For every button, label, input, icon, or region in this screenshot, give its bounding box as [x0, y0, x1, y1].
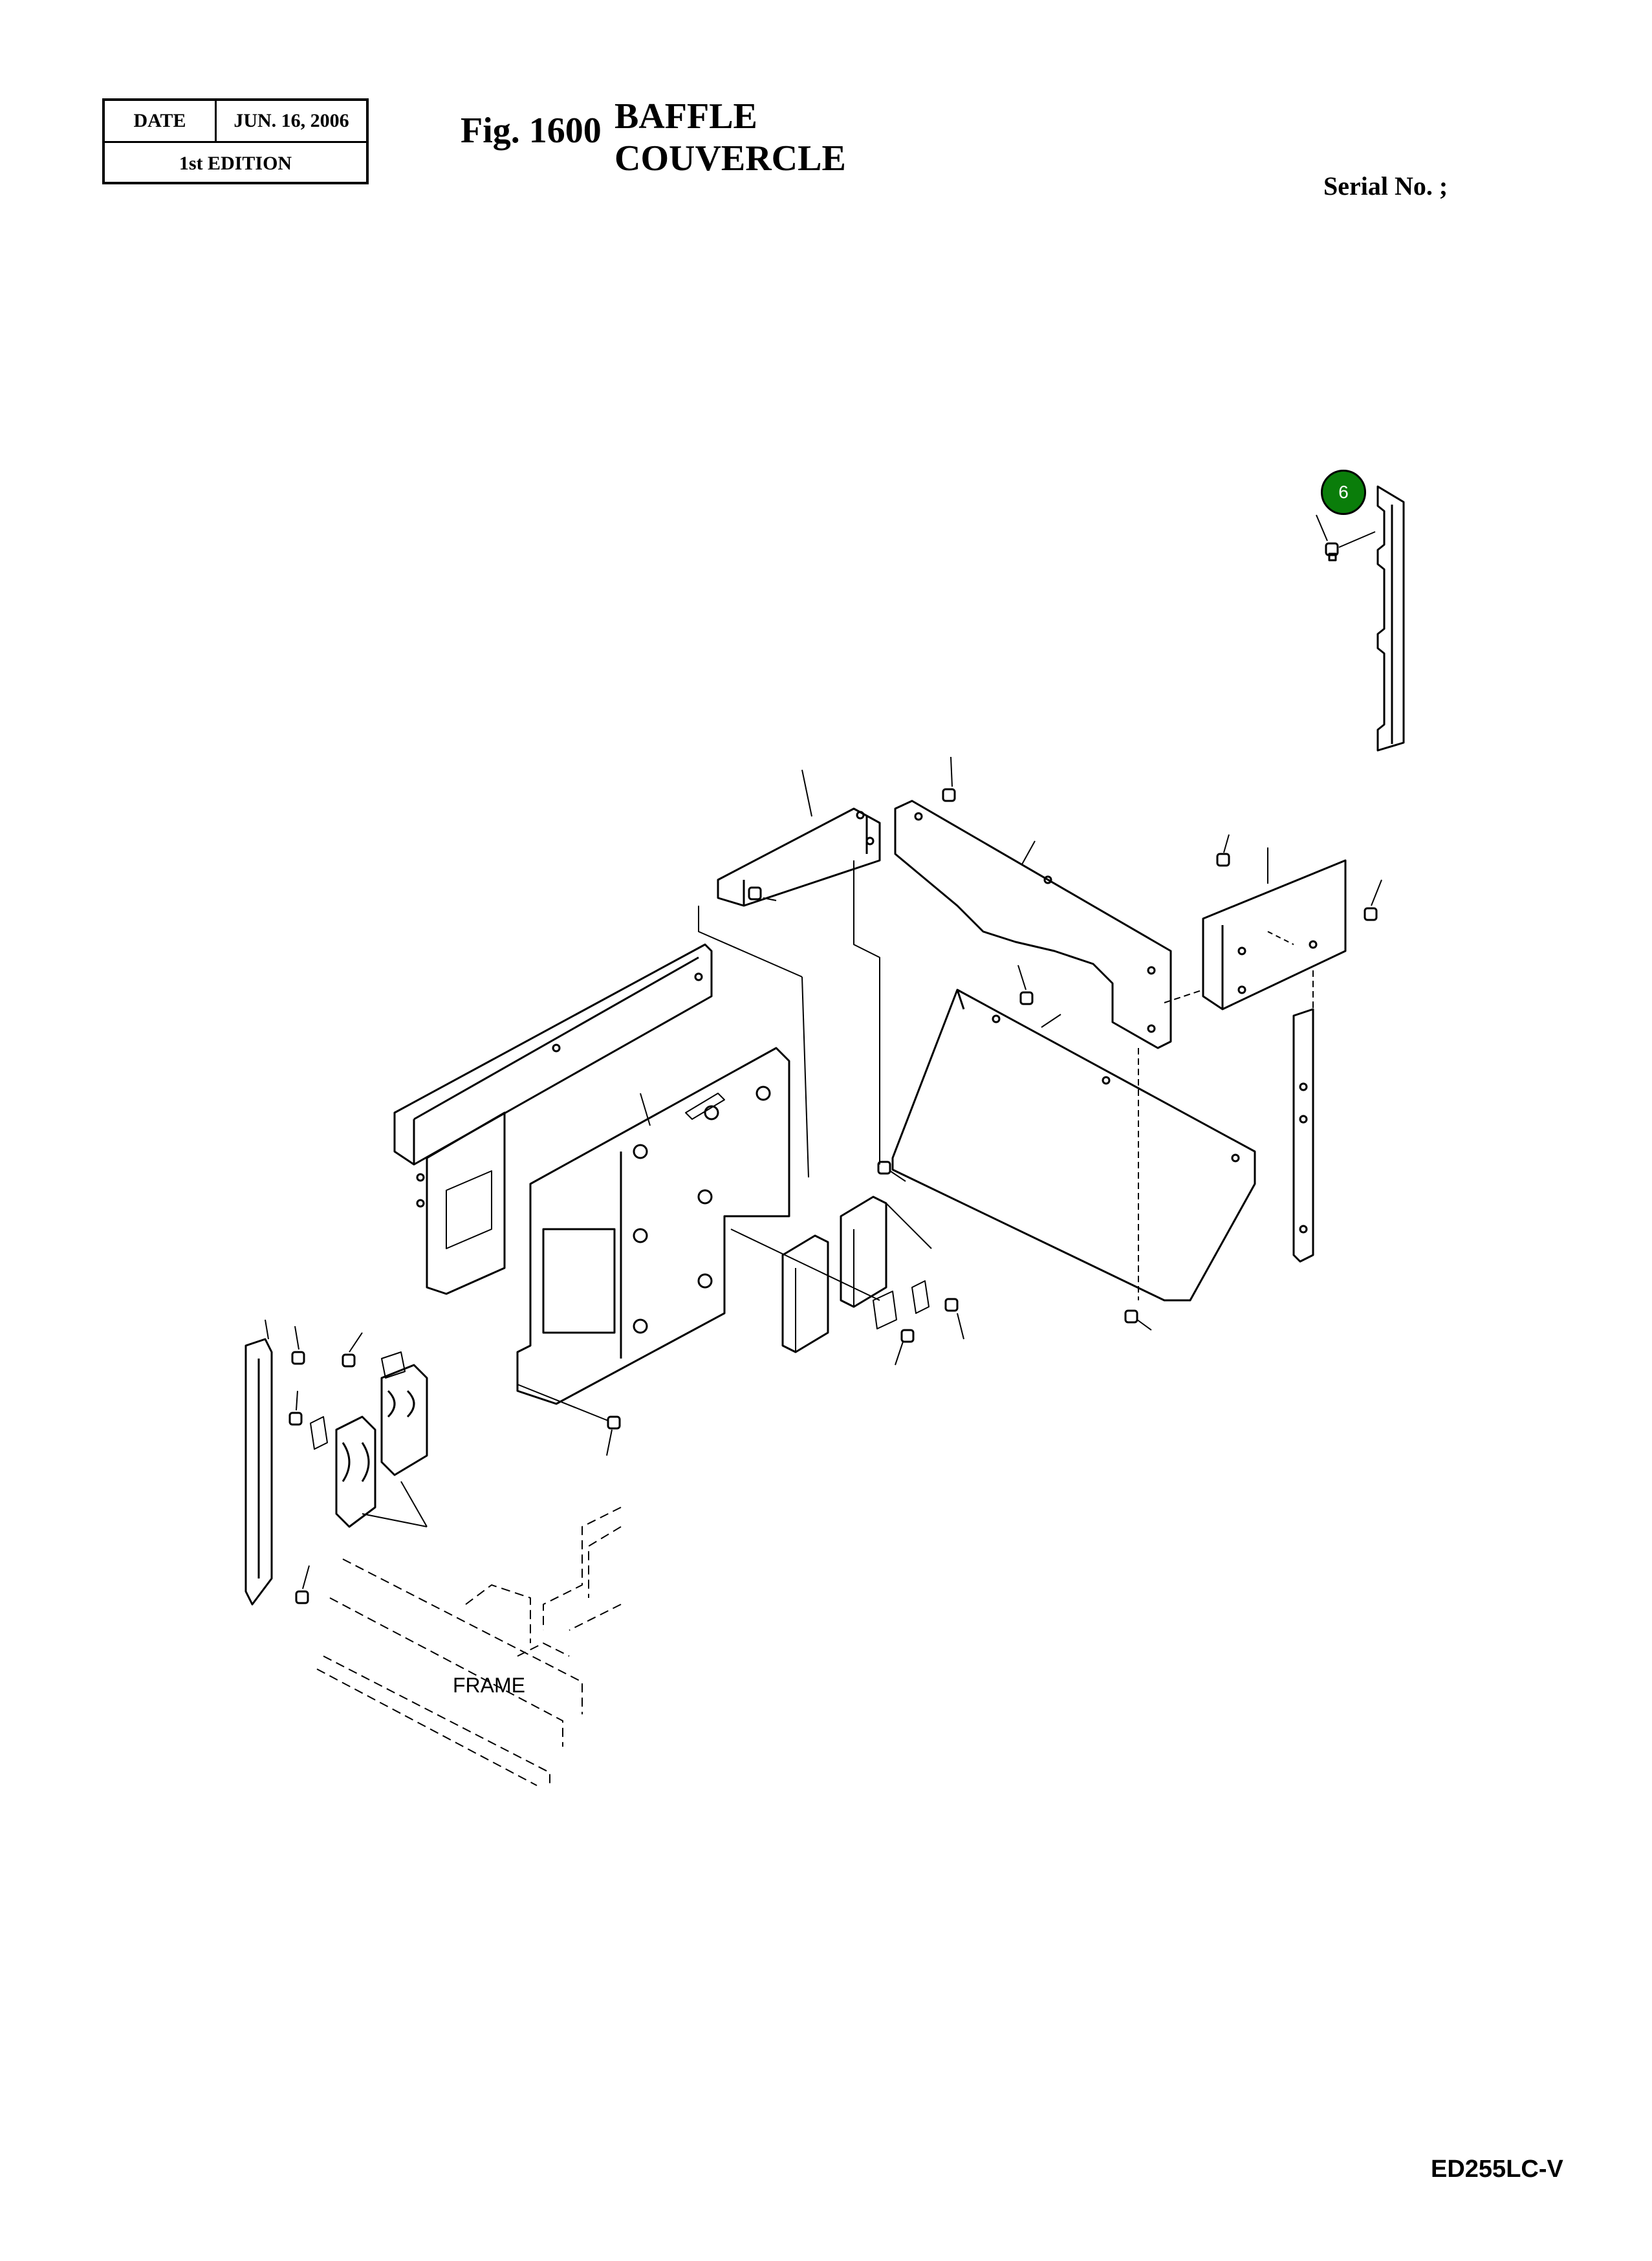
- date-label: DATE: [105, 101, 217, 141]
- frame-outline: [316, 1507, 622, 1786]
- bolt-icon: [1017, 965, 1034, 1005]
- bolt-icon: [748, 886, 777, 901]
- serial-number-label: Serial No. ;: [1323, 171, 1448, 201]
- date-edition-box: DATE JUN. 16, 2006 1st EDITION: [102, 98, 369, 184]
- model-number: ED255LC-V: [1431, 2156, 1563, 2183]
- title-french: COUVERCLE: [614, 138, 846, 179]
- title-english: BAFFLE: [614, 96, 757, 137]
- bolt-icon: [288, 1390, 303, 1426]
- bolt-icon: [1364, 879, 1382, 921]
- date-value: JUN. 16, 2006: [234, 110, 349, 131]
- bolt-icon: [895, 1329, 915, 1366]
- bolt-icon: [295, 1565, 310, 1604]
- vertical-strip-right: [1338, 485, 1405, 752]
- clamp-blocks: [310, 1351, 428, 1528]
- bolt-icon: [1216, 834, 1230, 867]
- bolt-icon: [944, 1298, 964, 1340]
- upper-bracket: [717, 769, 881, 907]
- square-plate-right: [1202, 847, 1347, 1010]
- main-cover-panel: [516, 1047, 790, 1405]
- bolt-icon: [942, 756, 956, 802]
- figure-number: Fig. 1600: [461, 111, 602, 151]
- edition-label: 1st EDITION: [179, 152, 292, 174]
- assembly-lines: [698, 860, 1139, 1300]
- sloped-lower-baffle: [891, 989, 1256, 1302]
- date-row: DATE JUN. 16, 2006: [105, 101, 366, 143]
- vertical-strip-left: [245, 1319, 273, 1606]
- bolt-icon: [1325, 542, 1339, 562]
- center-brackets: [730, 1196, 932, 1353]
- bolt-icon: [1124, 1309, 1152, 1331]
- vertical-bar-lower-right: [1292, 970, 1314, 1263]
- bolt-icon: [606, 1415, 621, 1456]
- bolt-icon: [291, 1326, 305, 1365]
- bolt-icon: [342, 1332, 363, 1368]
- curved-baffle-plate: [894, 800, 1172, 1049]
- bolt-icon: [877, 1161, 906, 1182]
- callout-6[interactable]: 6: [1321, 470, 1366, 515]
- horizontal-beam: [393, 943, 713, 1295]
- frame-label: FRAME: [453, 1674, 525, 1697]
